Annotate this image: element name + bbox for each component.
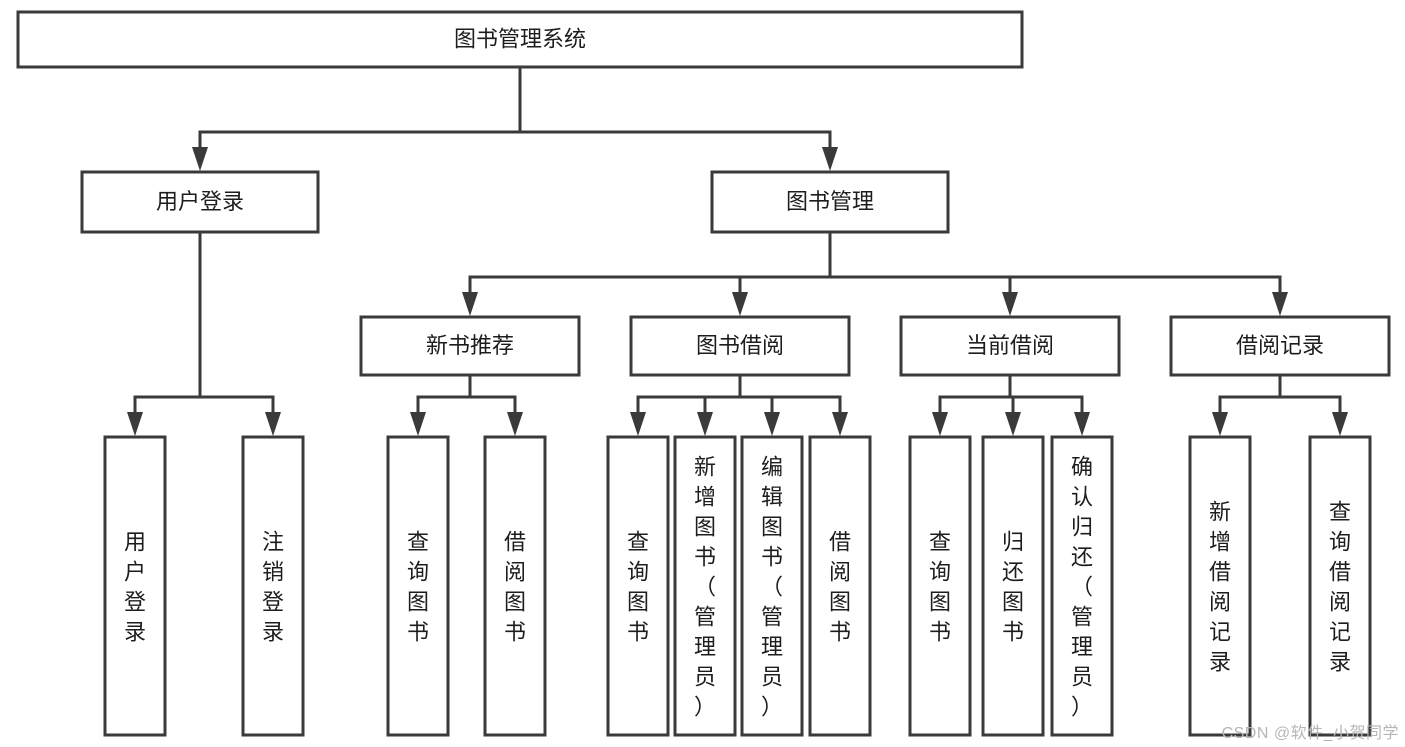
node-l3_c1[interactable]: 查询图书 [606,435,670,737]
node-box [483,435,547,737]
node-label: 借阅记录 [1236,333,1324,358]
arrowhead-icon [822,147,838,171]
node-l3_d1[interactable]: 查询图书 [908,435,972,737]
node-root[interactable]: 图书管理系统 [16,10,1024,69]
node-label: 编辑图书（管理员） [761,454,783,719]
node-box [899,315,1121,377]
node-label: 图书管理系统 [454,26,586,51]
node-box [629,315,851,377]
node-box [606,435,670,737]
node-l3_a1[interactable]: 用户登录 [103,435,167,737]
arrowhead-icon [127,412,143,436]
node-box [1308,435,1372,737]
node-label: 借阅图书 [829,529,851,644]
arrowhead-icon [764,412,780,436]
arrowhead-icon [630,412,646,436]
node-l2_record[interactable]: 借阅记录 [1169,315,1391,377]
node-l3_c4[interactable]: 借阅图书 [808,435,872,737]
node-label: 当前借阅 [966,333,1054,358]
node-label: 查询图书 [929,529,951,644]
node-layer: 图书管理系统用户登录图书管理新书推荐图书借阅当前借阅借阅记录用户登录注销登录查询… [16,10,1391,737]
node-label: 用户登录 [124,529,146,644]
node-box [103,435,167,737]
node-l2_borrow[interactable]: 图书借阅 [629,315,851,377]
arrowhead-icon [507,412,523,436]
node-label: 新增图书（管理员） [694,454,716,719]
arrowhead-icon [410,412,426,436]
arrowhead-icon [697,412,713,436]
node-label: 归还图书 [1002,529,1024,644]
node-label: 查询借阅记录 [1329,499,1351,674]
node-box [673,435,737,737]
node-label: 新书推荐 [426,333,514,358]
node-box [908,435,972,737]
node-label: 查询图书 [407,529,429,644]
node-box [1050,435,1114,737]
node-box [1169,315,1391,377]
node-l1_book[interactable]: 图书管理 [710,170,950,234]
node-l3_e2[interactable]: 查询借阅记录 [1308,435,1372,737]
node-l3_c2[interactable]: 新增图书（管理员） [673,435,737,737]
node-box [808,435,872,737]
node-l2_current[interactable]: 当前借阅 [899,315,1121,377]
node-label: 图书管理 [786,189,874,214]
node-l3_b2[interactable]: 借阅图书 [483,435,547,737]
arrowhead-icon [1074,412,1090,436]
arrowhead-icon [932,412,948,436]
arrowhead-icon [1002,292,1018,316]
arrowhead-icon [1272,292,1288,316]
arrowhead-icon [462,292,478,316]
node-label: 查询图书 [627,529,649,644]
node-label: 借阅图书 [504,529,526,644]
node-label: 用户登录 [156,189,244,214]
arrowhead-icon [732,292,748,316]
node-label: 注销登录 [262,529,284,644]
arrowhead-icon [1332,412,1348,436]
node-box [80,170,320,234]
node-label: 新增借阅记录 [1209,499,1231,674]
node-l3_b1[interactable]: 查询图书 [386,435,450,737]
node-box [241,435,305,737]
node-box [386,435,450,737]
node-box [16,10,1024,69]
node-box [359,315,581,377]
node-label: 图书借阅 [696,333,784,358]
arrowhead-icon [192,147,208,171]
arrowhead-icon [265,412,281,436]
node-l3_a2[interactable]: 注销登录 [241,435,305,737]
watermark-text: CSDN @软件_小贺同学 [1221,725,1399,742]
arrowhead-icon [1005,412,1021,436]
node-label: 确认归还（管理员） [1071,454,1093,719]
node-l3_e1[interactable]: 新增借阅记录 [1188,435,1252,737]
node-box [740,435,804,737]
node-l3_d3[interactable]: 确认归还（管理员） [1050,435,1114,737]
connector-layer [127,65,1348,436]
node-box [1188,435,1252,737]
node-l3_c3[interactable]: 编辑图书（管理员） [740,435,804,737]
arrowhead-icon [832,412,848,436]
arrowhead-icon [1212,412,1228,436]
node-box [710,170,950,234]
node-l2_new[interactable]: 新书推荐 [359,315,581,377]
node-box [981,435,1045,737]
node-l1_user[interactable]: 用户登录 [80,170,320,234]
node-l3_d2[interactable]: 归还图书 [981,435,1045,737]
